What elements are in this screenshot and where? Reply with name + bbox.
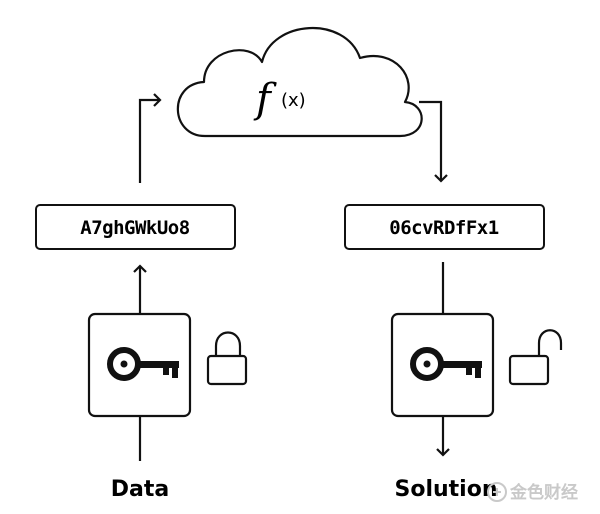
- encrypted-text-box: [35, 204, 236, 250]
- lock-closed-icon: [206, 331, 248, 386]
- arrow-to-cloud: [138, 93, 162, 183]
- decrypted-text: 06cvRDfFx1: [389, 217, 498, 239]
- encrypted-text: A7ghGWkUo8: [80, 217, 189, 239]
- watermark-logo-icon: [487, 482, 507, 502]
- cloud-shape: [176, 26, 423, 138]
- watermark-text: 金色财经: [509, 482, 578, 503]
- solution-label: Solution: [395, 477, 498, 502]
- arrow-from-cloud: [419, 100, 448, 183]
- key-icon: [107, 347, 179, 381]
- lock-open-icon: [508, 329, 563, 386]
- data-label: Data: [111, 477, 169, 502]
- key-icon: [410, 347, 482, 381]
- function-argument: (x): [281, 90, 306, 111]
- decrypted-text-box: [344, 204, 545, 250]
